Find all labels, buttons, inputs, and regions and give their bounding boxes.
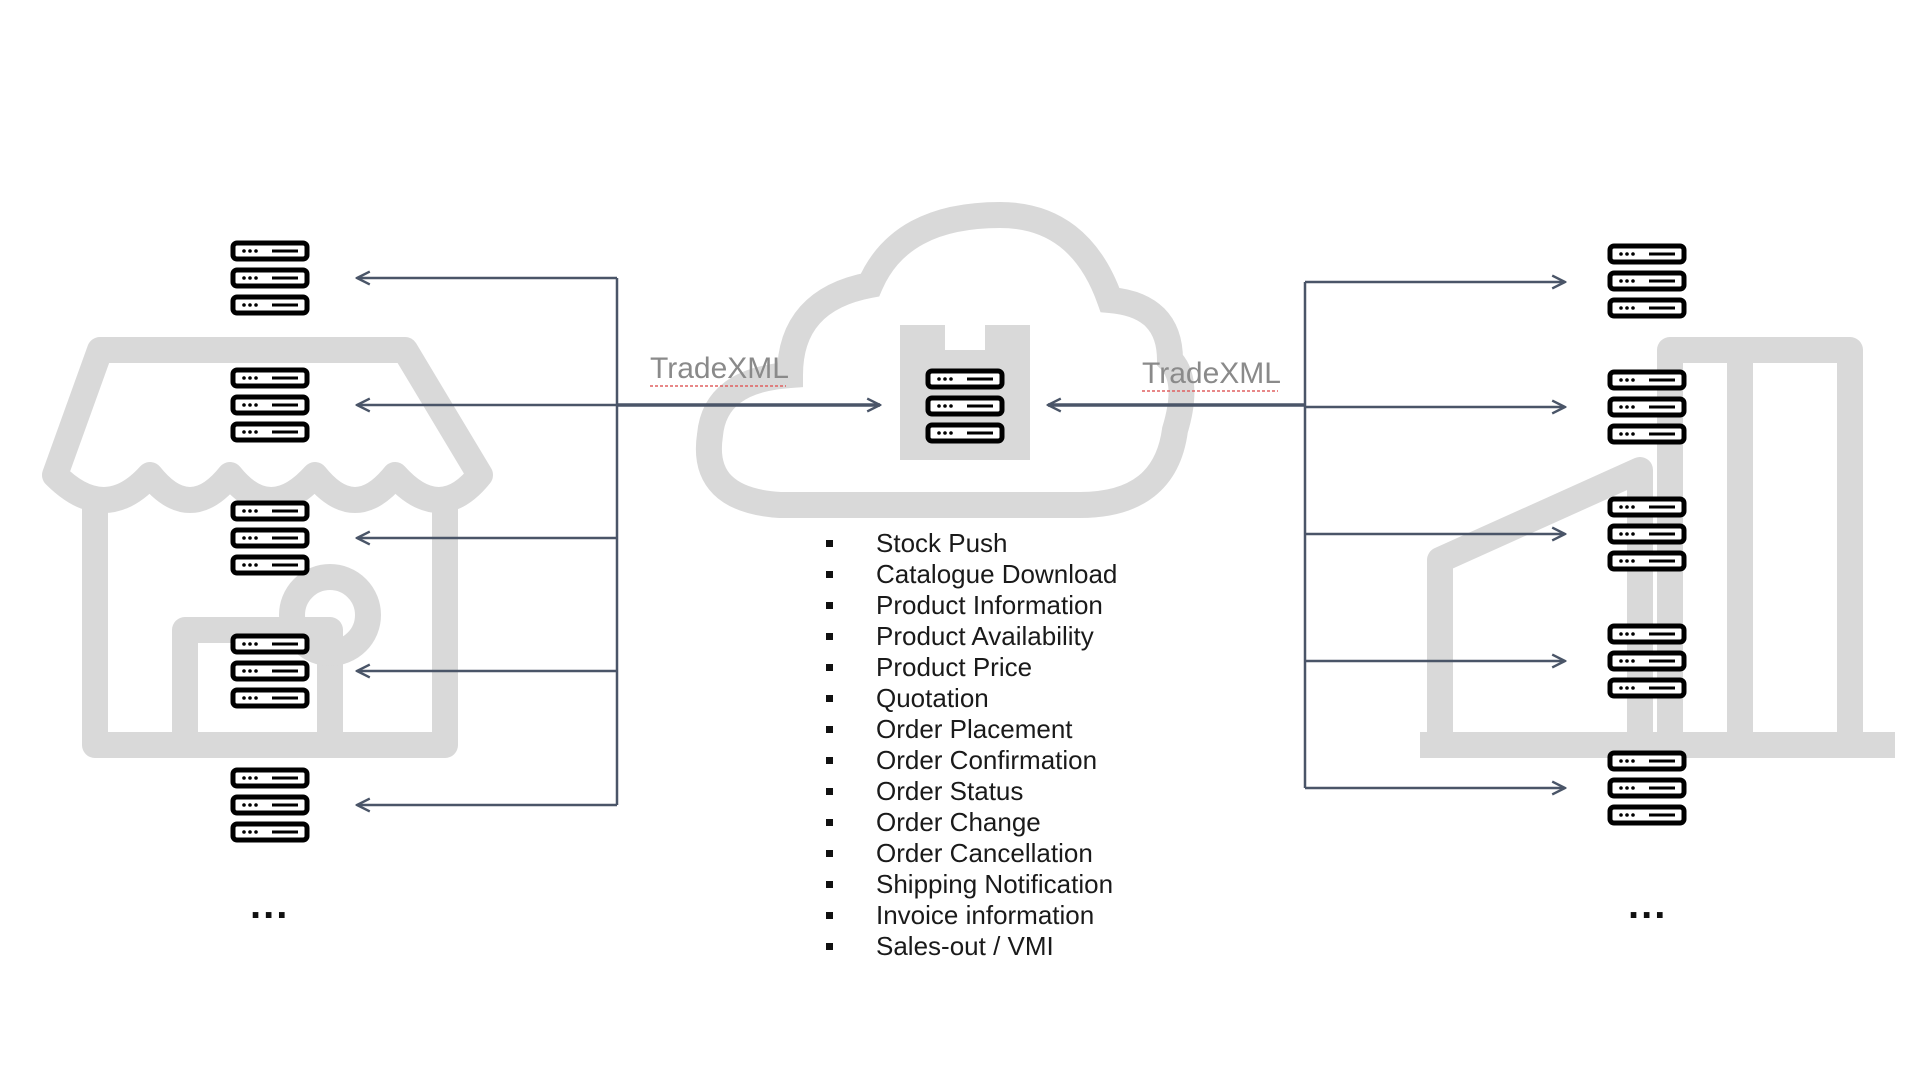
list-item: Invoice information: [820, 900, 1117, 931]
message-type-list: Stock Push Catalogue Download Product In…: [820, 528, 1117, 962]
list-item: Order Confirmation: [820, 745, 1117, 776]
server-icon: [1610, 372, 1684, 442]
right-connectors: [1048, 282, 1565, 788]
list-item: Product Availability: [820, 621, 1117, 652]
server-icon: [233, 243, 307, 313]
tradexml-label-left: TradeXML: [650, 352, 789, 385]
server-icon: [233, 636, 307, 706]
server-icon: [233, 370, 307, 440]
more-retailers-ellipsis: ...: [250, 883, 290, 927]
list-item: Order Cancellation: [820, 838, 1117, 869]
server-icon: [1610, 246, 1684, 316]
server-icon: [1610, 626, 1684, 696]
list-item: Sales-out / VMI: [820, 931, 1117, 962]
server-icon: [233, 770, 307, 840]
list-item: Quotation: [820, 683, 1117, 714]
list-item: Order Status: [820, 776, 1117, 807]
list-item: Product Price: [820, 652, 1117, 683]
hub-server-icon: [928, 371, 1002, 441]
list-item: Order Placement: [820, 714, 1117, 745]
store-icon: [42, 337, 493, 758]
server-icon: [1610, 753, 1684, 823]
server-icon: [233, 503, 307, 573]
list-item: Product Information: [820, 590, 1117, 621]
list-item: Order Change: [820, 807, 1117, 838]
list-item: Stock Push: [820, 528, 1117, 559]
list-item: Catalogue Download: [820, 559, 1117, 590]
more-suppliers-ellipsis: ...: [1628, 883, 1668, 927]
list-item: Shipping Notification: [820, 869, 1117, 900]
server-icon: [1610, 499, 1684, 569]
factory-icon: [1420, 337, 1895, 758]
left-connectors: [357, 278, 880, 805]
tradexml-label-right: TradeXML: [1142, 357, 1281, 390]
